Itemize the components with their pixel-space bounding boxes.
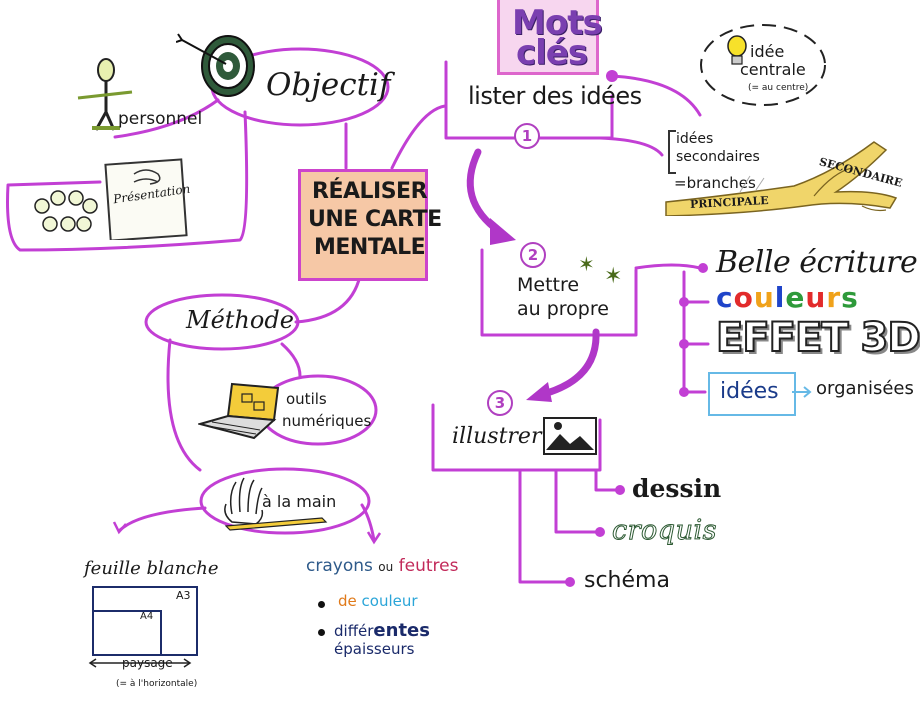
letter: u <box>805 281 827 314</box>
sketches-label: croquis <box>612 515 717 546</box>
ideas-label: idées <box>720 379 779 404</box>
different-word-start: différ <box>334 622 374 640</box>
markers-word: feutres <box>398 556 459 576</box>
keywords-line2: clés <box>516 33 588 73</box>
laptop-icon <box>198 382 280 440</box>
keywords-box <box>497 0 599 75</box>
target-icon <box>176 33 255 97</box>
drawing-label: dessin <box>632 474 722 503</box>
faces-icon <box>34 190 98 232</box>
landscape-note: (= à l'horizontale) <box>116 679 198 689</box>
color-line: de couleur <box>338 594 418 609</box>
step3-label: illustrer <box>452 424 542 449</box>
of-word: de <box>338 592 357 610</box>
letter: s <box>841 281 859 314</box>
landscape-label: paysage <box>122 656 173 670</box>
thickness-line1: différentes <box>334 622 430 640</box>
bullet <box>318 601 325 608</box>
keywords-line1: Mots <box>512 3 603 43</box>
step1-number: 1 <box>514 123 540 149</box>
step2-line1: Mettre <box>517 274 580 296</box>
method-bubble <box>144 293 300 351</box>
central-idea-line2: centrale <box>740 60 806 79</box>
picture-icon <box>543 417 597 455</box>
organized-label: organisées <box>816 378 914 399</box>
landscape-arrow <box>88 658 192 668</box>
letter: r <box>826 281 842 314</box>
pencils-word: crayons <box>306 556 373 576</box>
paper-a4: A4 <box>140 611 154 622</box>
step1-label: lister des idées <box>468 82 642 110</box>
colors-word: couleurs <box>716 284 859 312</box>
different-word-end: entes <box>373 620 430 641</box>
step3-number: 3 <box>487 390 513 416</box>
pens-line: crayons ou feutres <box>306 558 458 575</box>
digital-tools-line2: numériques <box>282 412 372 430</box>
stick-figure-icon <box>77 58 133 131</box>
star-icon: ✶ <box>604 264 623 289</box>
secondary-ideas-bracket <box>668 130 676 174</box>
branches-label: =branches <box>674 174 756 192</box>
presentation-board <box>104 158 188 240</box>
step2-number: 2 <box>520 242 546 268</box>
color-word: couleur <box>361 592 418 610</box>
beautiful-writing: Belle écriture <box>716 245 918 280</box>
secondary-ideas-line1: idées <box>676 131 714 147</box>
method-label: Méthode <box>186 306 294 334</box>
effect-3d: EFFET 3D <box>715 315 920 361</box>
bullet <box>318 629 325 636</box>
paper-a4-rect <box>92 610 162 656</box>
letter: c <box>716 281 734 314</box>
central-idea-line1: idée <box>750 42 785 61</box>
ideas-box <box>708 372 796 416</box>
letter: o <box>733 281 754 314</box>
central-topic-line2: UNE CARTE <box>308 207 442 232</box>
lightbulb-icon <box>727 35 747 65</box>
secondary-ideas-line2: secondaires <box>676 149 760 165</box>
star-icon: ✶ <box>578 252 595 276</box>
schema-label: schéma <box>584 568 670 593</box>
central-topic-line3: MENTALE <box>314 235 426 260</box>
objective-label: Objectif <box>266 67 391 103</box>
hand-icon <box>224 477 328 531</box>
paper-a3: A3 <box>176 589 191 602</box>
personal-label: personnel <box>118 109 203 129</box>
letter: l <box>774 281 786 314</box>
letter: e <box>785 281 806 314</box>
central-idea-note: (= au centre) <box>748 83 809 93</box>
or-word: ou <box>378 560 394 574</box>
digital-tools-line1: outils <box>286 390 327 408</box>
by-hand-label: à la main <box>262 492 337 511</box>
thickness-line2: épaisseurs <box>334 640 415 658</box>
letter: u <box>753 281 775 314</box>
central-topic-line1: RÉALISER <box>312 179 428 204</box>
central-topic-box <box>298 169 428 281</box>
step2-line2: au propre <box>517 298 609 320</box>
paper-label: feuille blanche <box>84 558 219 579</box>
tree-branch-illustration <box>665 141 898 216</box>
